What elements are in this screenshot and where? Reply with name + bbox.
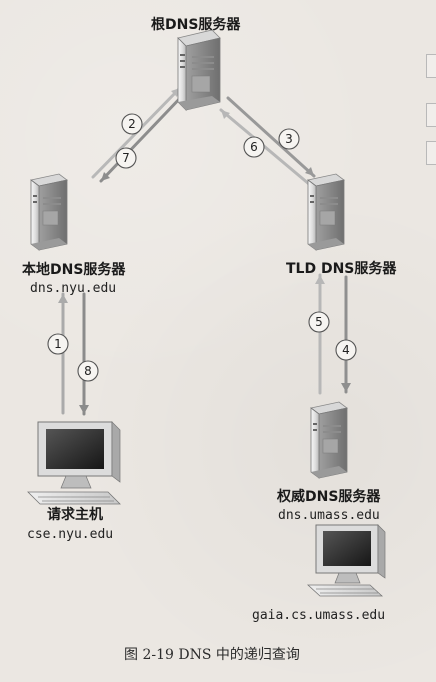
right-edge-ghost-tab-2 [426, 103, 436, 127]
step-markers: 2 7 6 3 1 8 5 4 [47, 113, 357, 382]
step-number-2: 2 [128, 117, 136, 131]
arrow-step-3 [226, 96, 316, 178]
arrow-step-7 [99, 92, 186, 183]
step-circle-2 [121, 113, 143, 135]
root-dns-server-title: 根DNS服务器 [151, 17, 241, 33]
connection-arrows [58, 86, 351, 416]
local-dns-server-host: dns.nyu.edu [30, 281, 117, 296]
step-number-5: 5 [315, 315, 323, 329]
target-host-computer-icon [306, 524, 386, 597]
step-circle-1 [47, 333, 69, 355]
authoritative-dns-server-icon [310, 401, 348, 479]
step-circle-7 [115, 147, 137, 169]
authoritative-dns-server-host: dns.umass.edu [278, 508, 380, 523]
step-number-1: 1 [54, 337, 62, 351]
local-dns-server-title: 本地DNS服务器 [22, 262, 126, 278]
arrow-step-7-head [101, 172, 110, 181]
step-number-3: 3 [285, 132, 293, 146]
step-number-4: 4 [342, 343, 350, 357]
step-circle-4 [335, 339, 357, 361]
requester-host-title: 请求主机 [47, 507, 103, 523]
arrow-step-1-head [58, 294, 68, 303]
step-circle-6 [243, 136, 265, 158]
step-circle-8 [77, 360, 99, 382]
arrow-step-5-head [315, 275, 325, 284]
step-circle-5 [308, 311, 330, 333]
arrow-step-3-head [305, 167, 314, 176]
tld-dns-server-icon [307, 173, 345, 251]
step-number-6: 6 [250, 140, 258, 154]
right-edge-ghost-tab-3 [426, 141, 436, 165]
right-edge-ghost-tab-1 [426, 54, 436, 78]
authoritative-dns-server-title: 权威DNS服务器 [277, 489, 381, 505]
arrow-step-4-head [341, 383, 351, 392]
step-number-8: 8 [84, 364, 92, 378]
step-circle-3 [278, 128, 300, 150]
root-dns-server-icon [177, 29, 221, 111]
arrow-step-6-head [221, 110, 230, 119]
step-number-7: 7 [122, 151, 130, 165]
requester-host-computer-icon [27, 421, 121, 505]
arrow-step-8-head [79, 405, 89, 414]
arrow-step-6 [219, 108, 311, 186]
target-host-address: gaia.cs.umass.edu [252, 608, 386, 623]
local-dns-server-icon [30, 173, 68, 251]
tld-dns-server-title: TLD DNS服务器 [286, 261, 397, 277]
requester-host-address: cse.nyu.edu [27, 527, 114, 542]
figure-caption: 图 2-19 DNS 中的递归查询 [124, 647, 300, 663]
